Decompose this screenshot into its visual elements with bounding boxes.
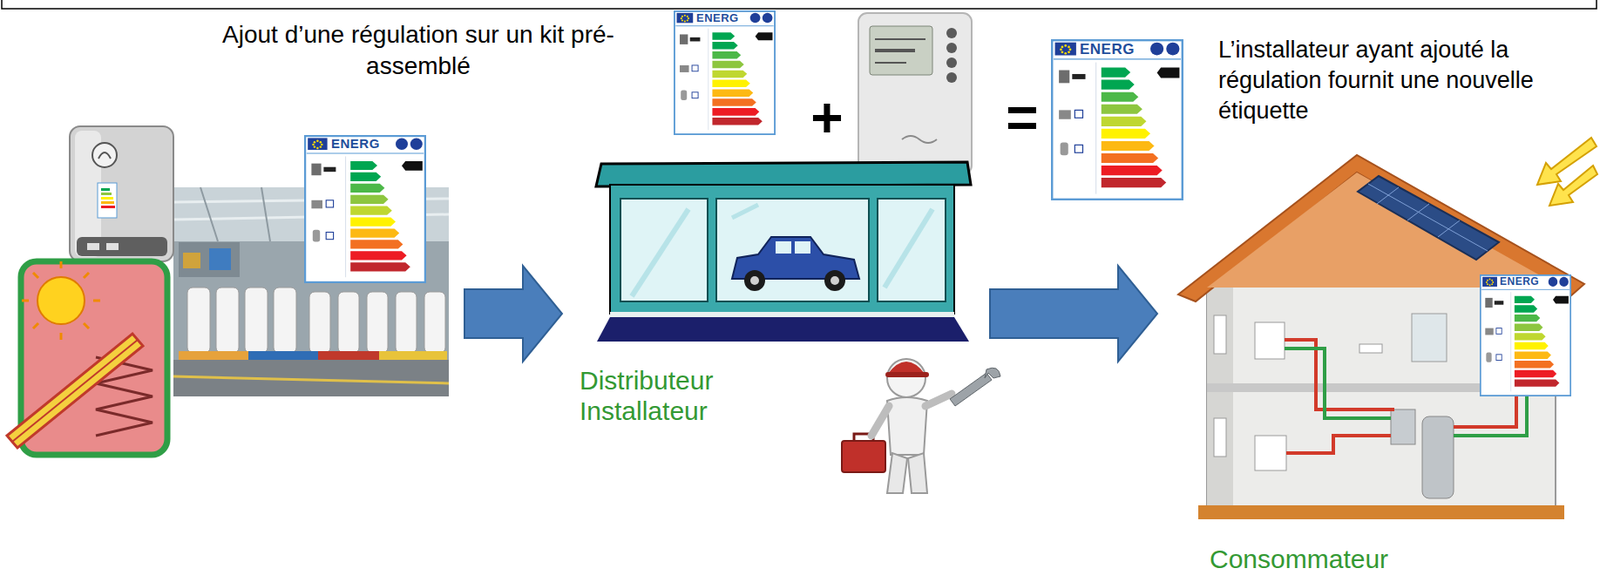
node-label: Distributeur Installateur bbox=[579, 366, 767, 427]
energy-label-title: ENERG bbox=[1079, 41, 1135, 57]
sun-rays bbox=[1537, 137, 1598, 206]
heading-note: Ajout d’une régulation sur un kit pré-as… bbox=[200, 19, 637, 83]
frame-line bbox=[1, 0, 1597, 9]
equals-sign: = bbox=[998, 89, 1046, 146]
distributor-node: Distributeur Installateur bbox=[579, 161, 970, 428]
factory-node: ENERG bbox=[5, 126, 449, 458]
water-heater bbox=[69, 126, 174, 262]
plus-sign: + bbox=[803, 89, 851, 146]
installer-figure bbox=[841, 359, 1001, 494]
energy-label bbox=[1480, 275, 1571, 396]
consumer-node: Consommateur bbox=[1183, 148, 1585, 577]
energy-label-title: ENERG bbox=[696, 12, 739, 24]
node-label: Consommateur bbox=[1209, 544, 1389, 576]
solar-tank bbox=[6, 261, 168, 455]
side-note: L’installateur ayant ajouté la régulatio… bbox=[1218, 34, 1594, 127]
shop-building bbox=[596, 162, 971, 342]
block-arrow bbox=[989, 265, 1158, 362]
block-arrow bbox=[464, 265, 563, 362]
energy-label-title: ENERG bbox=[331, 136, 380, 150]
thermostat bbox=[858, 13, 972, 175]
energy-label-title: ENERG bbox=[1499, 276, 1539, 287]
house-cutaway bbox=[1178, 155, 1585, 520]
